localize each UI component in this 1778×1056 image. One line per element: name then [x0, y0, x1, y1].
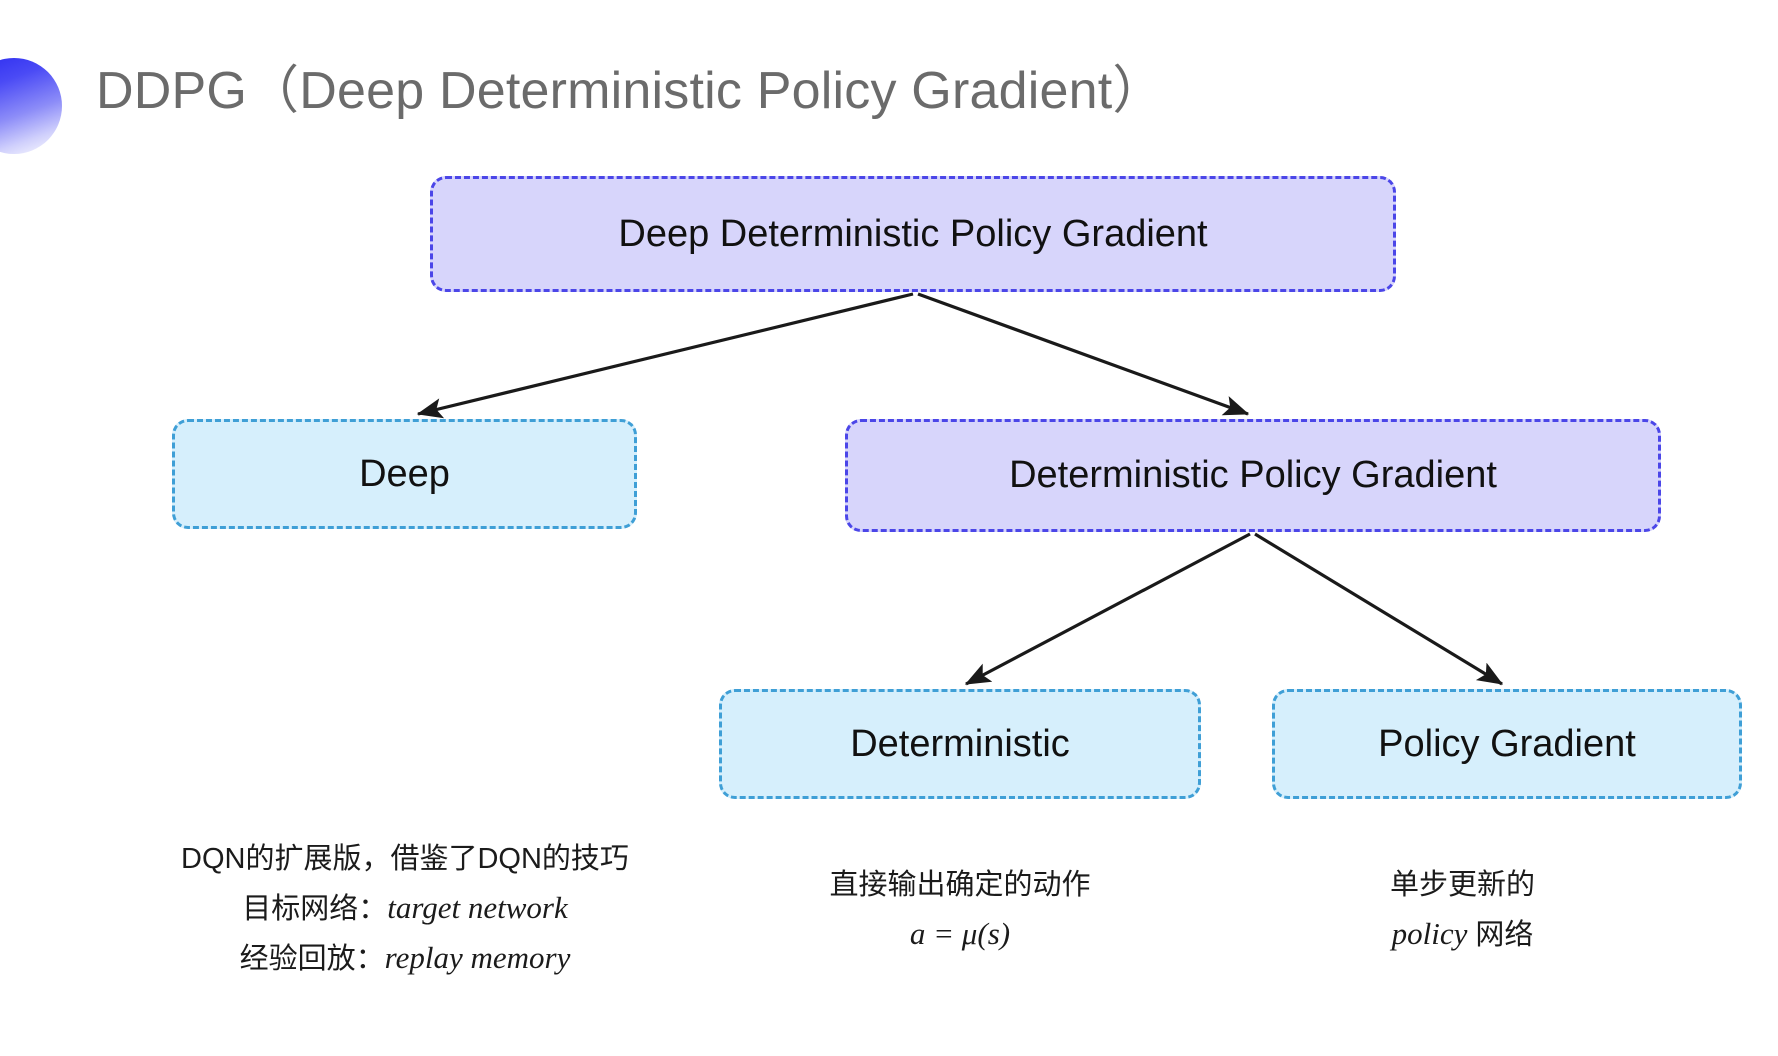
caption-policy-line2-term: policy [1391, 915, 1468, 951]
caption-deterministic-line1: 直接输出确定的动作 [829, 869, 1091, 901]
node-deterministic-policy-gradient[interactable]: Deterministic Policy Gradient [845, 419, 1661, 532]
caption-deep-line1: DQN的扩展版，借鉴了DQN的技巧 [181, 843, 629, 875]
node-label: Deterministic [850, 722, 1070, 765]
edge-dpg-to-deterministic [964, 532, 1251, 686]
caption-policy-gradient: 单步更新的 policy 网络 [1255, 862, 1670, 959]
caption-policy-line2: policy 网络 [1255, 909, 1670, 959]
caption-deep: DQN的扩展版，借鉴了DQN的技巧 目标网络：target network 经验… [140, 836, 670, 983]
edge-root-to-dpg [917, 292, 1250, 416]
node-label: Deep [359, 452, 450, 495]
node-policy-gradient[interactable]: Policy Gradient [1272, 689, 1742, 799]
caption-deep-line2-term: target network [387, 889, 568, 925]
node-label: Deterministic Policy Gradient [1009, 454, 1497, 496]
title-accent-circle-icon [0, 58, 62, 154]
caption-deep-line3: 经验回放：replay memory [140, 933, 670, 983]
page-title: DDPG（Deep Deterministic Policy Gradient） [96, 62, 1165, 120]
caption-deep-line2-label: 目标网络： [242, 892, 388, 925]
edge-dpg-to-policy-gradient [1254, 532, 1504, 686]
caption-policy-line1: 单步更新的 [1389, 869, 1535, 901]
edge-root-to-deep [416, 292, 914, 419]
caption-deterministic-formula: a = μ(s) [909, 915, 1011, 951]
caption-deep-line2: 目标网络：target network [140, 883, 670, 933]
caption-deterministic: 直接输出确定的动作 a = μ(s) [725, 862, 1195, 959]
node-deep-deterministic-policy-gradient[interactable]: Deep Deterministic Policy Gradient [430, 176, 1396, 292]
caption-policy-line2-suffix: 网络 [1467, 918, 1534, 951]
node-label: Deep Deterministic Policy Gradient [618, 212, 1208, 255]
node-deep[interactable]: Deep [172, 419, 637, 529]
caption-deep-line3-term: replay memory [384, 940, 571, 976]
node-deterministic[interactable]: Deterministic [719, 689, 1201, 799]
node-label: Policy Gradient [1378, 722, 1636, 765]
caption-deep-line3-label: 经验回放： [239, 943, 385, 976]
